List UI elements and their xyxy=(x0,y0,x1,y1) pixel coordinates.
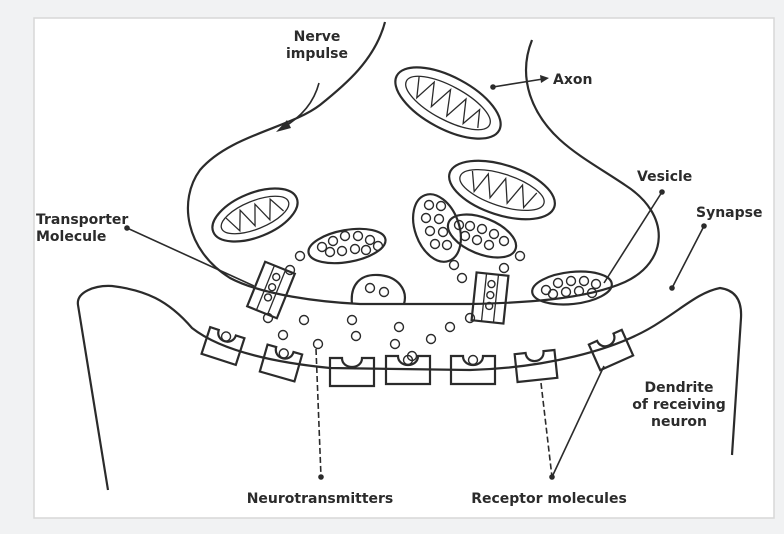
label-synapse: Synapse xyxy=(696,205,762,221)
label-nerve-impulse-line1: Nerve xyxy=(294,29,341,45)
figure-panel xyxy=(34,18,774,518)
label-dendrite-line2: of receiving xyxy=(632,397,726,413)
label-transporter-line1: Transporter xyxy=(36,212,128,228)
label-dendrite-line3: neuron xyxy=(651,414,707,430)
label-neurotransmitters: Neurotransmitters xyxy=(247,491,394,507)
label-vesicle: Vesicle xyxy=(637,169,692,185)
label-nerve-impulse-line2: impulse xyxy=(286,46,348,62)
label-transporter-line2: Molecule xyxy=(36,229,106,245)
label-receptor-molecules: Receptor molecules xyxy=(471,491,627,507)
label-dendrite-line1: Dendrite xyxy=(645,380,714,396)
label-axon: Axon xyxy=(553,72,592,88)
